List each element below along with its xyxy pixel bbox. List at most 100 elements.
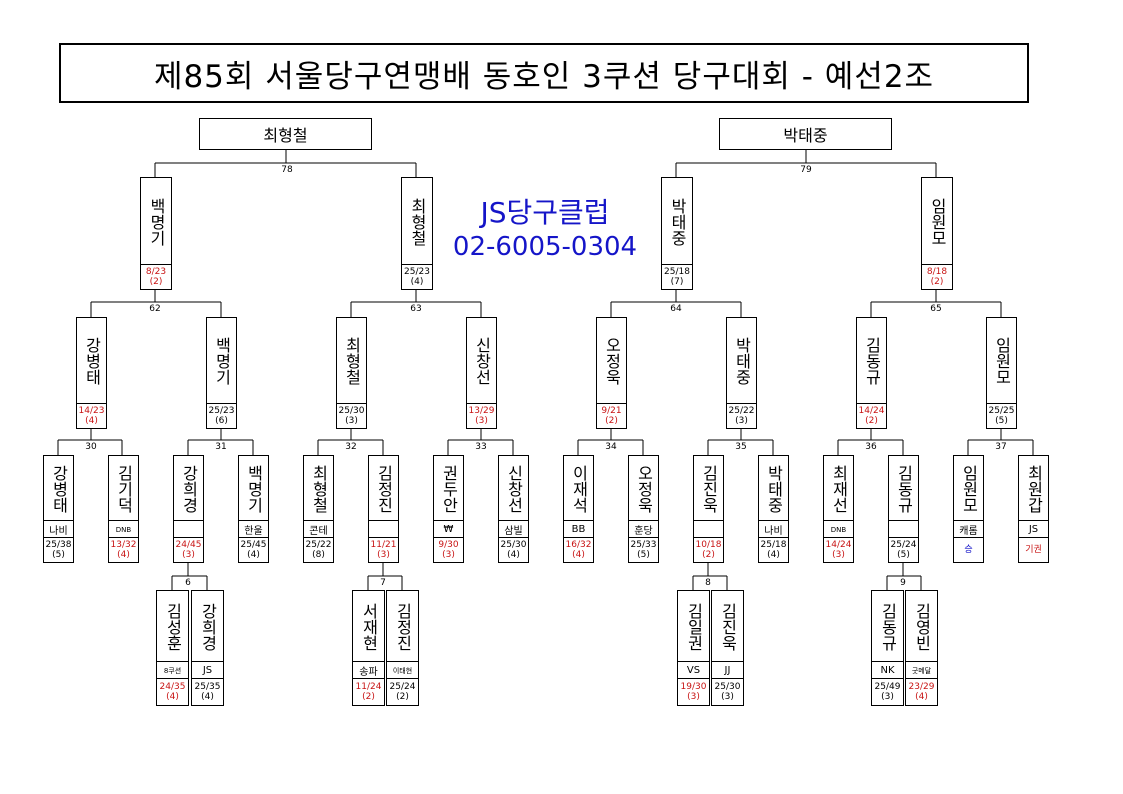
match-number: 37 [995, 442, 1007, 452]
player-name-cell: 김진욱 [694, 456, 723, 521]
player-name-cell: 이재석 [564, 456, 593, 521]
player-name: 오정욱 [634, 464, 654, 513]
match-number: 34 [605, 442, 617, 452]
club-label: JS [192, 661, 223, 679]
match-number: 30 [85, 442, 97, 452]
score-value: 25/23 [208, 406, 235, 416]
score-cell: 24/35(4) [157, 678, 188, 705]
player-name-cell: 김동규 [872, 591, 903, 662]
player-name-cell: 김정진 [387, 591, 418, 662]
inning-value: (4) [507, 550, 520, 560]
player-name: 김진욱 [718, 602, 738, 651]
inning-value: (2) [605, 416, 618, 426]
player-name-cell: 김영빈 [906, 591, 937, 662]
score-value: 13/29 [468, 406, 495, 416]
club-label: 훈당 [629, 520, 658, 538]
score-cell: 9/30(3) [434, 537, 463, 562]
score-cell: 14/24(2) [857, 403, 886, 428]
score-value: 25/30 [714, 682, 741, 692]
score-cell: 25/33(5) [629, 537, 658, 562]
score-value: 11/24 [355, 682, 382, 692]
player-name-cell: 김정진 [369, 456, 398, 521]
player-name: 김동규 [878, 602, 898, 651]
inning-value: (2) [930, 277, 944, 287]
score-cell: 13/32(4) [109, 537, 138, 562]
player-name: 김정진 [393, 602, 413, 651]
player-name-cell: 백명기 [141, 178, 171, 265]
player-name: 최형철 [408, 197, 427, 246]
score-value: 10/18 [695, 540, 722, 550]
club-label: 캐롬 [954, 520, 983, 538]
score-value: 25/18 [760, 540, 787, 550]
inning-value: (2) [702, 550, 715, 560]
score-value: 25/24 [890, 540, 917, 550]
finalist-name: 박태중 [783, 126, 828, 145]
club-label [174, 520, 203, 538]
finalist-box: 박태중 [719, 118, 892, 150]
player-name: 백명기 [147, 197, 166, 246]
player-name-cell: 최형철 [304, 456, 333, 521]
score-cell: 25/35(4) [192, 678, 223, 705]
player-name-cell: 서재현 [353, 591, 384, 662]
match-number: 79 [800, 165, 812, 175]
score-cell: 11/24(2) [353, 678, 384, 705]
inning-value: (2) [149, 277, 163, 287]
score-value: 25/25 [988, 406, 1015, 416]
club-label [889, 520, 918, 538]
match-number: 33 [475, 442, 487, 452]
player-name: 김기덕 [114, 464, 134, 513]
player-name-cell: 최형철 [337, 318, 366, 404]
inning-value: (5) [995, 416, 1008, 426]
club-label [694, 520, 723, 538]
inning-value: (6) [215, 416, 228, 426]
score-value: 24/45 [175, 540, 202, 550]
score-cell: 25/18(7) [662, 264, 692, 289]
match-number: 64 [670, 304, 682, 314]
club-label: JJ [712, 661, 743, 679]
club-label: 이태현 [387, 661, 418, 679]
player-name: 강병태 [49, 464, 69, 513]
player-name-cell: 김진욱 [712, 591, 743, 662]
player-name-cell: 강희경 [174, 456, 203, 521]
inning-value: (3) [832, 550, 845, 560]
club-label: DNB [109, 520, 138, 538]
match-number: 63 [410, 304, 422, 314]
score-value: 25/33 [630, 540, 657, 550]
player-name: 김성훈 [163, 602, 183, 651]
player-name-cell: 박태중 [759, 456, 788, 521]
score-cell: 25/30(4) [499, 537, 528, 562]
player-name-cell: 임원모 [987, 318, 1016, 404]
club-label: 콘테 [304, 520, 333, 538]
sponsor-block: JS당구클럽 02-6005-0304 [440, 196, 650, 264]
player-name: 박태중 [732, 337, 752, 385]
player-box: 권두안₩9/30(3) [433, 455, 464, 563]
player-name-cell: 오정욱 [629, 456, 658, 521]
player-name-cell: 김기덕 [109, 456, 138, 521]
score-cell: 23/29(4) [906, 678, 937, 705]
score-value: 25/49 [874, 682, 901, 692]
inning-value: (4) [166, 692, 179, 702]
inning-value: (5) [637, 550, 650, 560]
score-cell: 25/30(3) [337, 403, 366, 428]
player-name: 백명기 [212, 337, 232, 385]
player-name: 이재석 [569, 464, 589, 513]
club-label: 한울 [239, 520, 268, 538]
score-cell: 25/23(4) [402, 264, 432, 289]
